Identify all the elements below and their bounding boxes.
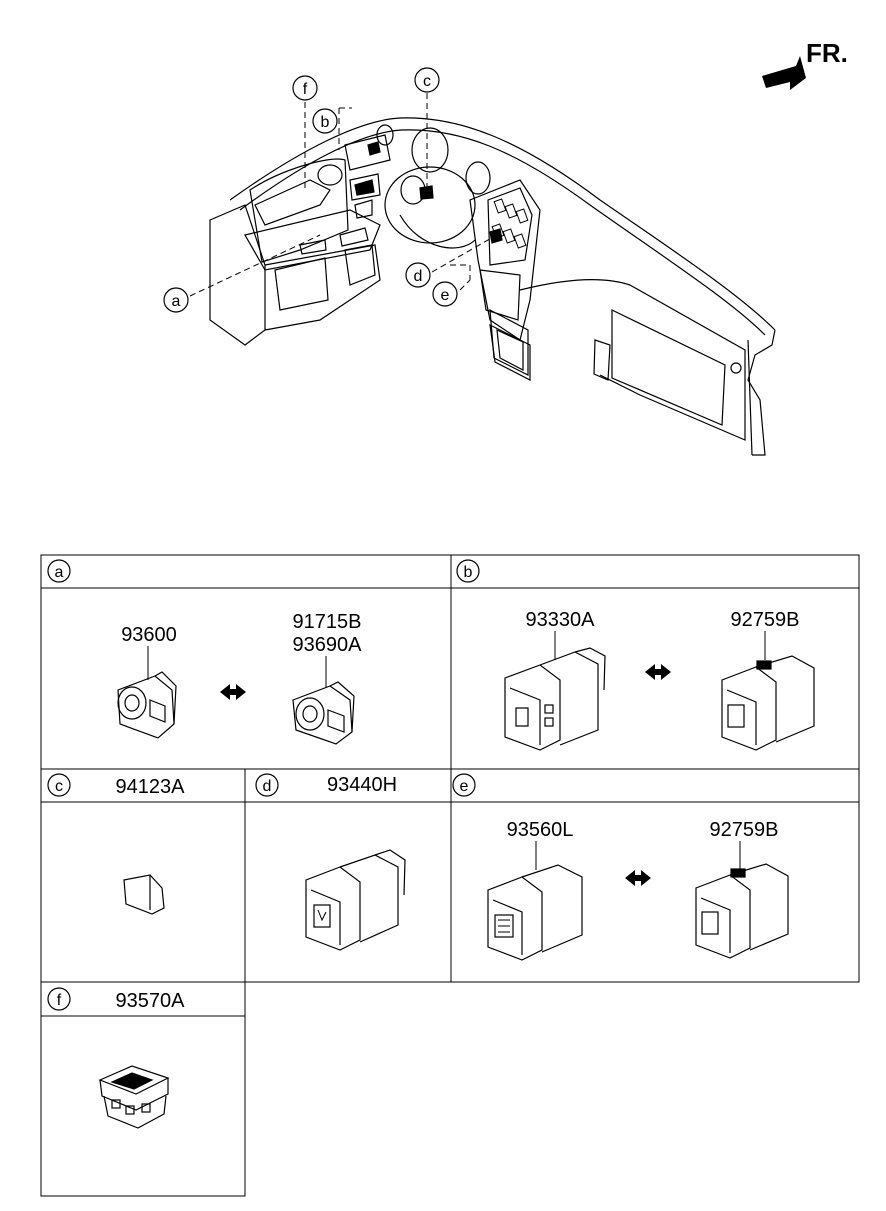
switch-93570A (98, 1065, 170, 1129)
callout-a: a (163, 287, 189, 313)
panel-a-header: a (47, 559, 71, 583)
part-number-92759B: 92759B (731, 609, 800, 631)
panel-b: 93330A 92759B (504, 609, 815, 751)
part-number-93560L: 93560L (507, 819, 574, 841)
part-number-93570A: 93570A (116, 990, 186, 1012)
panel-d (305, 849, 406, 951)
headlamp-switch-93600 (117, 671, 177, 739)
headlamp-switch-93690A (292, 681, 355, 745)
panel-c (123, 874, 165, 915)
svg-text:e: e (460, 778, 469, 795)
part-number-93600: 93600 (121, 624, 177, 646)
part-number-92759B-e: 92759B (710, 819, 779, 841)
svg-text:a: a (55, 564, 64, 581)
switch-93330A (504, 647, 606, 751)
part-number-91715B: 91715B (293, 611, 362, 633)
part-number-94123A: 94123A (116, 776, 186, 798)
panel-a: 93600 91715B 93690A (117, 611, 363, 745)
callout-d: d (405, 262, 431, 288)
callout-c: c (414, 67, 440, 93)
callout-e: e (432, 281, 458, 307)
svg-text:b: b (321, 114, 330, 131)
svg-text:c: c (423, 73, 431, 90)
svg-text:d: d (414, 268, 423, 285)
parts-table (40, 554, 860, 1197)
part-number-93690A: 93690A (293, 634, 363, 656)
svg-text:e: e (441, 287, 450, 304)
svg-text:c: c (55, 778, 63, 795)
interchangeable-arrow-icon (220, 684, 246, 700)
front-arrow-icon (762, 56, 806, 90)
panel-b-header: b (456, 559, 480, 583)
panel-f (98, 1065, 170, 1129)
panel-d-header: d 93440H (255, 773, 397, 797)
leader-lines (189, 93, 496, 297)
callout-f: f (292, 75, 318, 101)
panel-e: 93560L 92759B (487, 819, 789, 961)
blank-switch-92759B-e (695, 863, 789, 959)
panel-c-header: c 94123A (47, 773, 186, 798)
front-direction-indicator: FR. (762, 38, 848, 90)
panel-f-header: f 93570A (47, 987, 186, 1012)
svg-text:b: b (464, 564, 473, 581)
cover-94123A (123, 874, 165, 915)
part-number-93440H: 93440H (327, 774, 397, 796)
switch-93560L (487, 864, 583, 961)
switch-93440H (305, 849, 406, 951)
dashboard-illustration (209, 117, 776, 456)
blank-switch-92759B (721, 655, 815, 751)
interchangeable-arrow-icon (645, 664, 671, 680)
interchangeable-arrow-icon (625, 870, 651, 886)
panel-e-header: e (452, 773, 476, 797)
svg-text:a: a (172, 293, 181, 310)
svg-text:f: f (57, 992, 62, 1009)
part-number-93330A: 93330A (526, 609, 596, 631)
front-label: FR. (806, 38, 848, 68)
svg-text:f: f (303, 81, 308, 98)
svg-text:d: d (263, 778, 272, 795)
callout-b: b (312, 108, 338, 134)
